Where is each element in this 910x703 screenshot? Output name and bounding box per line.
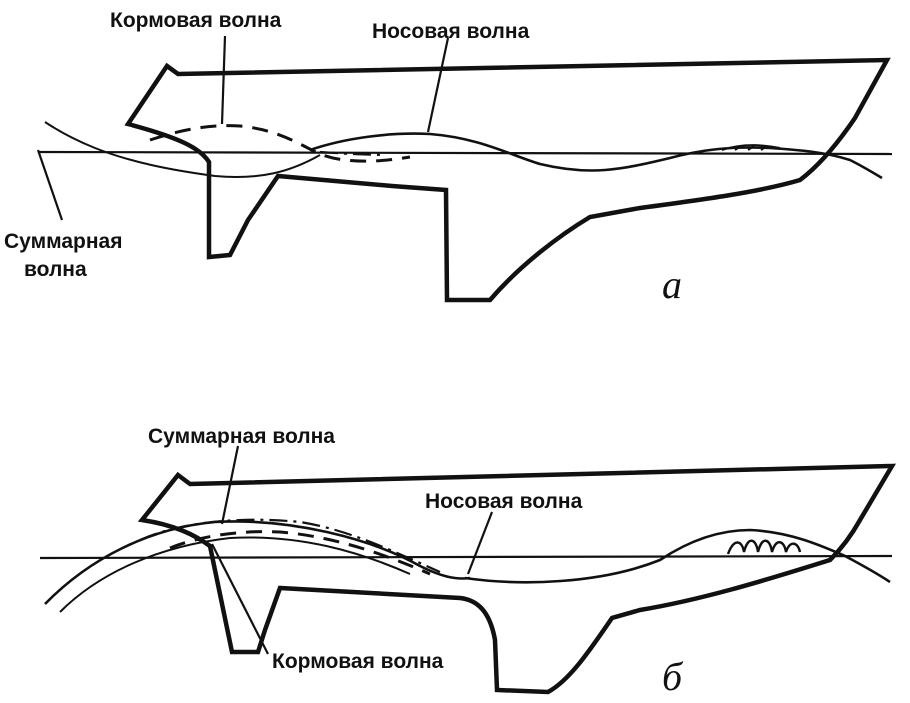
panel-a: Кормовая волна Носовая волна Суммарная в… <box>4 9 893 307</box>
bow-wave-label-a: Носовая волна <box>372 20 530 43</box>
stern-wave-leader-a <box>220 35 227 125</box>
stern-wave-a <box>149 124 411 163</box>
hull-outline-b <box>137 463 897 695</box>
bow-wave-leader-a <box>426 37 450 133</box>
waterline-a <box>37 150 893 156</box>
hull-outline-a <box>124 57 891 303</box>
bow-wave-b <box>464 528 891 584</box>
waterline-b <box>39 554 893 560</box>
stern-wave-label-a: Кормовая волна <box>110 9 282 32</box>
bow-wave-a <box>309 132 883 180</box>
sum-wave-label-a-line2: волна <box>24 258 87 281</box>
stern-wave-leader-b <box>211 543 269 655</box>
panel-b: Суммарная волна Носовая волна Кормовая в… <box>39 425 897 699</box>
bow-wave-label-b: Носовая волна <box>425 490 583 513</box>
bow-wave-leader-b <box>466 511 494 575</box>
sum-wave-label-a-line1: Суммарная <box>4 230 122 253</box>
summary-wave-b-arc-inner <box>59 536 411 613</box>
summary-wave-b-arc <box>44 520 471 605</box>
panel-letter-a: а <box>662 262 682 307</box>
summary-wave-a-tail <box>319 150 386 157</box>
panel-letter-b: б <box>662 654 684 699</box>
summary-wave-a <box>44 121 321 179</box>
stern-wave-label-b: Кормовая волна <box>272 650 444 673</box>
dashdot-b <box>139 518 441 574</box>
sum-wave-leader-b <box>220 445 240 525</box>
stern-wave-b <box>169 530 431 576</box>
sum-wave-leader-a <box>36 149 64 221</box>
sum-wave-label-b: Суммарная волна <box>148 425 335 448</box>
bow-spray-b <box>726 539 802 555</box>
bow-spray-a <box>721 144 781 151</box>
